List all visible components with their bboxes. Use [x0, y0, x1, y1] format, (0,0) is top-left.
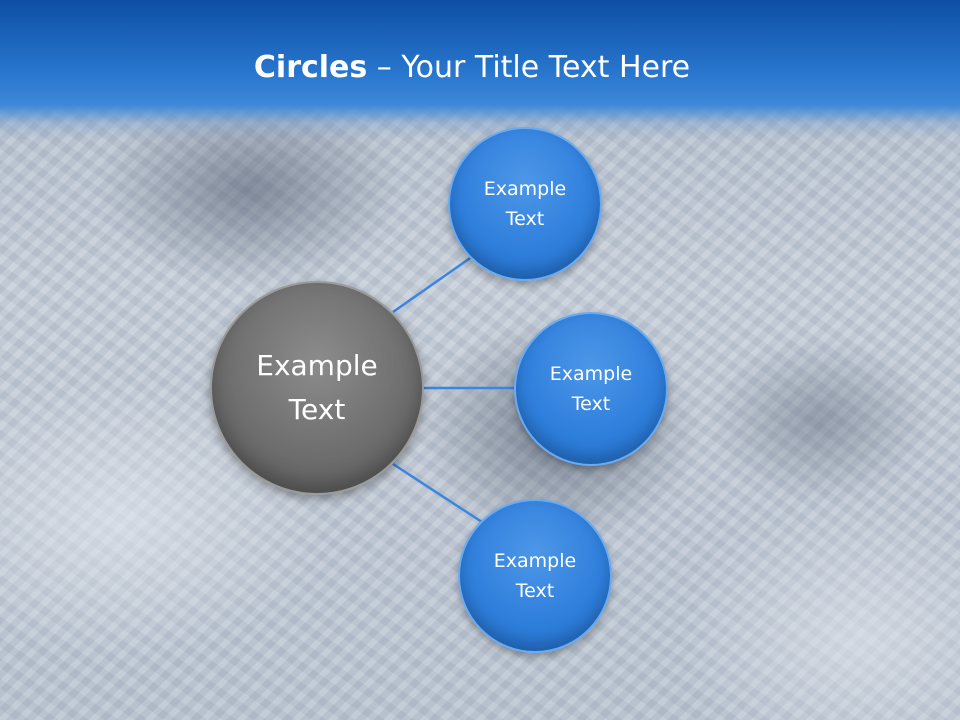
- slide-title[interactable]: Circles – Your Title Text Here: [0, 50, 944, 85]
- node-circle-2[interactable]: Example Text: [514, 312, 668, 466]
- node-3-label-line1: Example: [493, 550, 577, 572]
- title-rest: – Your Title Text Here: [367, 50, 691, 85]
- hub-circle[interactable]: Example Text: [210, 281, 424, 495]
- node-2-label-line2: Text: [571, 393, 611, 415]
- title-bar: [0, 0, 960, 140]
- node-1-label-line2: Text: [505, 208, 545, 230]
- node-circle-3[interactable]: Example Text: [458, 499, 612, 653]
- node-circle-1[interactable]: Example Text: [448, 127, 602, 281]
- node-3-label-line2: Text: [515, 580, 555, 602]
- node-2-label-line1: Example: [549, 363, 633, 385]
- connector-1: [392, 252, 477, 314]
- title-bold: Circles: [253, 50, 368, 85]
- node-1-label-line1: Example: [483, 178, 567, 200]
- hub-label-line1: Example: [256, 349, 378, 382]
- hub-label-line2: Text: [288, 393, 346, 426]
- connector-3: [392, 462, 486, 526]
